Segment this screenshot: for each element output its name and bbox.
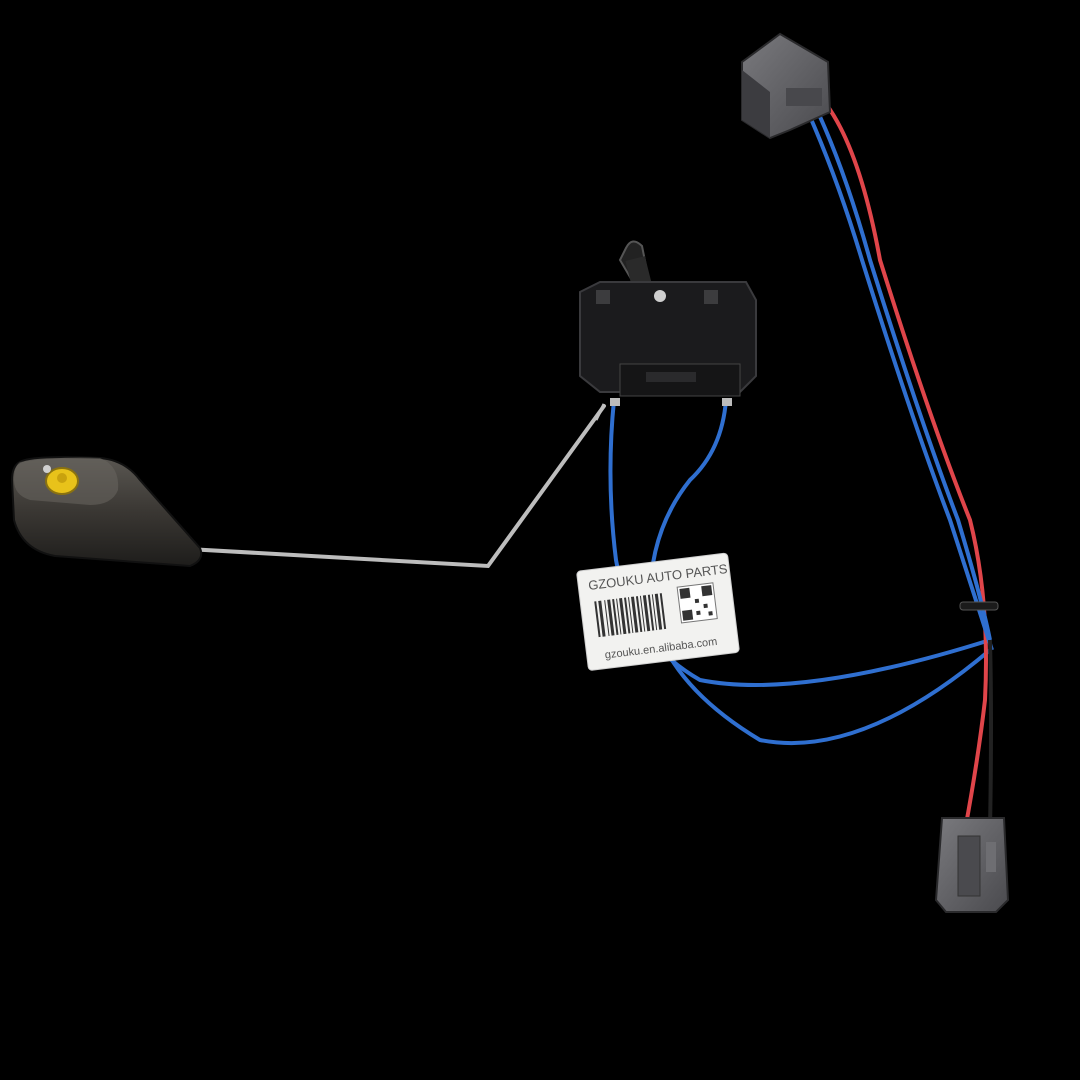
sender-unit [579, 240, 757, 421]
wire-blue-harness-1 [814, 107, 992, 641]
product-tag: GZOUKU AUTO PARTS [576, 552, 740, 671]
bottom-connector [934, 817, 1010, 913]
top-connector [741, 32, 832, 140]
barcode [594, 593, 667, 638]
fuel-float [10, 456, 203, 568]
float-rod [168, 404, 606, 569]
wire-blue-harness-2 [806, 111, 994, 651]
wire-red-harness [824, 102, 988, 831]
qr-code [676, 582, 718, 624]
wire-black-harness [988, 639, 993, 831]
wire-tie [959, 601, 999, 611]
